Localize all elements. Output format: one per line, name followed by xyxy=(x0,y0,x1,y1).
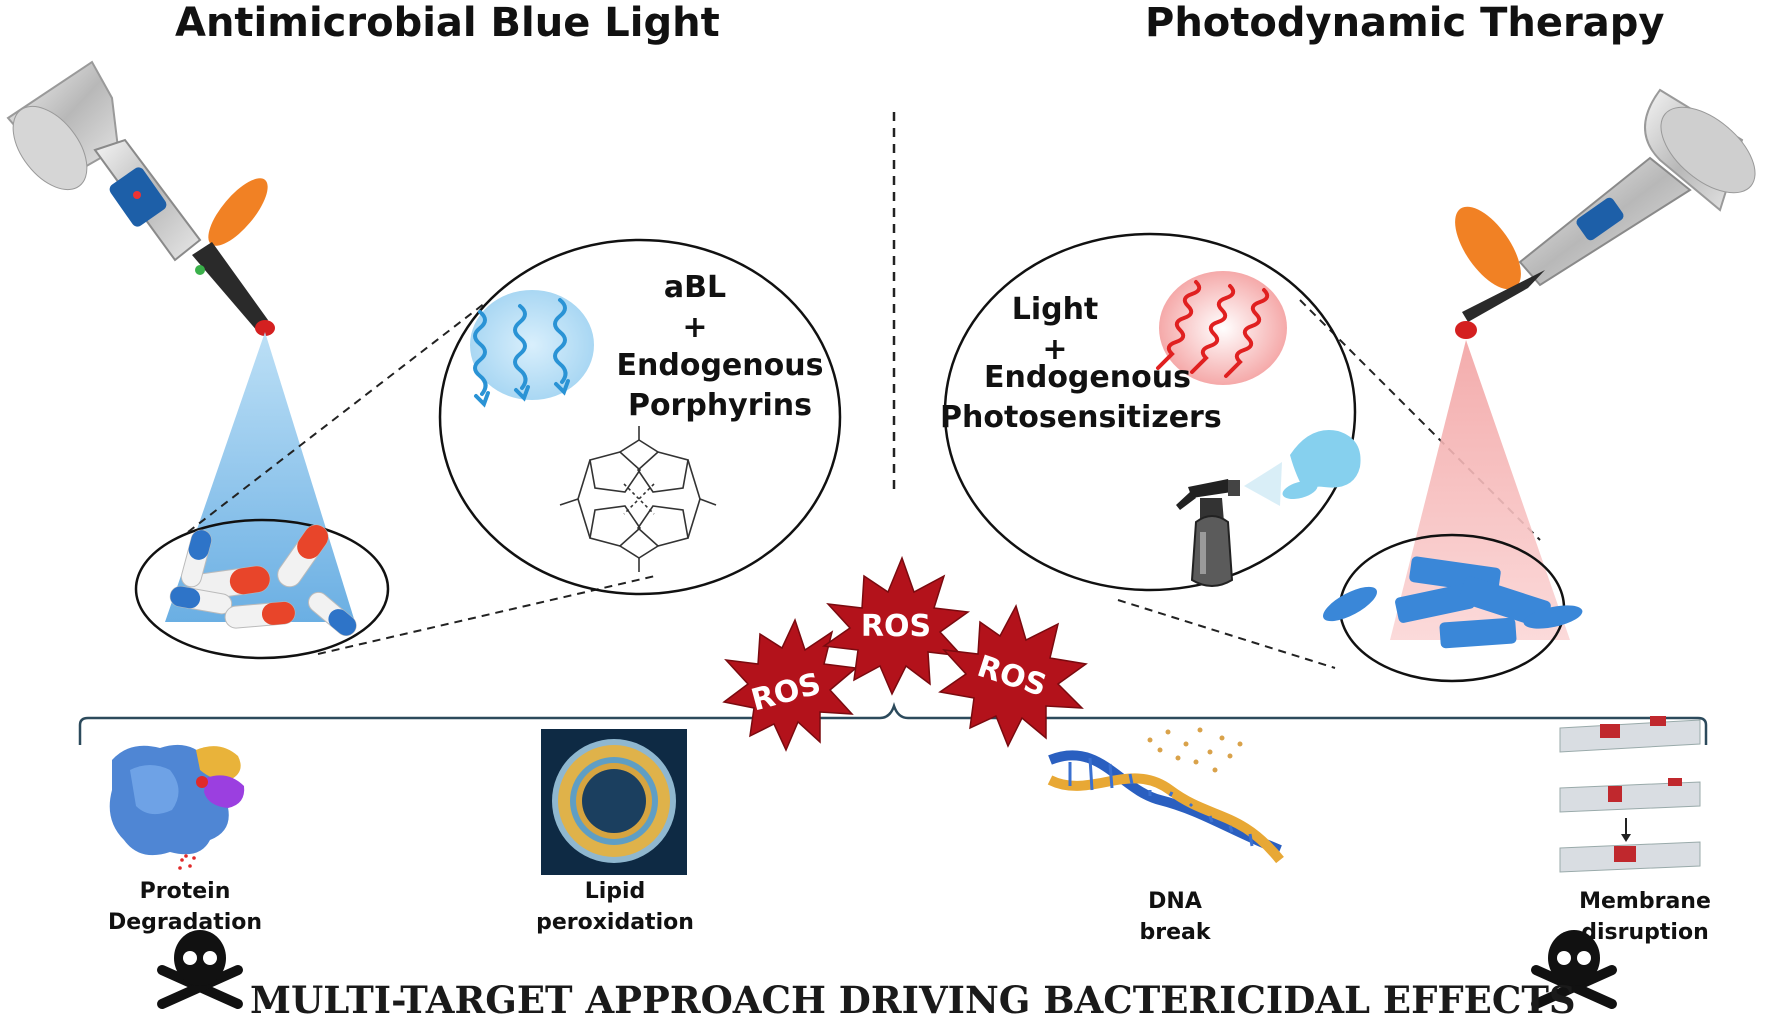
pdt-line1: Light xyxy=(1011,292,1099,327)
ros-burst-right xyxy=(938,604,1088,748)
blue-wave-icons xyxy=(473,298,570,408)
dna-image xyxy=(1047,727,1284,864)
banner-multi-target: MULTI-TARGET APPROACH DRIVING BACTERICID… xyxy=(250,978,1576,1022)
porphyrin-structure xyxy=(559,426,717,572)
caption-dna-break: DNA break xyxy=(1095,886,1255,948)
spray-mist xyxy=(1244,430,1361,506)
caption-membrane-disruption: Membrane disruption xyxy=(1550,886,1740,948)
ros-label-2: ROS xyxy=(861,609,931,644)
zoom-line-left-top xyxy=(187,302,486,533)
heading-antimicrobial-blue-light: Antimicrobial Blue Light xyxy=(175,0,720,46)
zoom-line-left-bottom xyxy=(317,575,656,655)
pdt-label: Light + xyxy=(990,290,1120,370)
abl-plus: + xyxy=(682,310,708,345)
bacteria-ellipse-left xyxy=(134,518,390,660)
caption-lipid-line1: Lipid xyxy=(584,879,646,904)
zoom-line-right-bottom xyxy=(1117,599,1336,669)
caption-protein-line1: Protein xyxy=(139,879,231,904)
caption-membrane-line2: disruption xyxy=(1581,920,1709,945)
caption-protein-line2: Degradation xyxy=(107,910,263,935)
caption-protein-degradation: Protein Degradation xyxy=(90,876,280,938)
skull-crossbones-icon-right xyxy=(1531,930,1617,1009)
skull-crossbones-icon-left xyxy=(157,930,243,1009)
capsule-bacteria xyxy=(169,524,357,636)
caption-lipid-line2: peroxidation xyxy=(536,910,694,935)
protein-image xyxy=(104,735,252,873)
membrane-image xyxy=(1559,716,1701,873)
caption-membrane-line1: Membrane xyxy=(1579,889,1711,914)
pdt-line3: Photosensitizers xyxy=(940,400,1222,435)
abl-line1: aBL xyxy=(663,270,727,305)
heading-photodynamic-therapy: Photodynamic Therapy xyxy=(1145,0,1665,46)
blue-light-device xyxy=(6,60,275,336)
abl-label: aBL + xyxy=(610,268,780,348)
abl-circle xyxy=(438,238,842,596)
ros-burst-center xyxy=(821,555,971,696)
red-light-disc xyxy=(1159,271,1287,385)
abl-line2: Endogenous xyxy=(616,348,824,383)
caption-lipid-peroxidation: Lipid peroxidation xyxy=(520,876,710,938)
caption-dna-line2: break xyxy=(1139,920,1211,945)
abl-text-block: Endogenous Porphyrins xyxy=(600,346,840,426)
target-bracket xyxy=(78,702,1708,745)
red-light-device xyxy=(1455,88,1756,339)
lipid-image xyxy=(541,729,687,875)
blue-light-disc xyxy=(470,290,594,400)
pdt-line2: Endogenous xyxy=(984,360,1191,395)
red-wave-icons xyxy=(1156,280,1270,378)
rod-bacteria xyxy=(1323,556,1583,649)
abl-line3: Porphyrins xyxy=(627,388,813,423)
pdt-text-block: Endogenous Photosensitizers xyxy=(940,358,1222,438)
caption-dna-line1: DNA xyxy=(1148,889,1202,914)
spray-bottle-icon xyxy=(1176,479,1240,587)
pdt-plus: + xyxy=(1042,332,1068,367)
pdt-circle xyxy=(943,232,1357,592)
